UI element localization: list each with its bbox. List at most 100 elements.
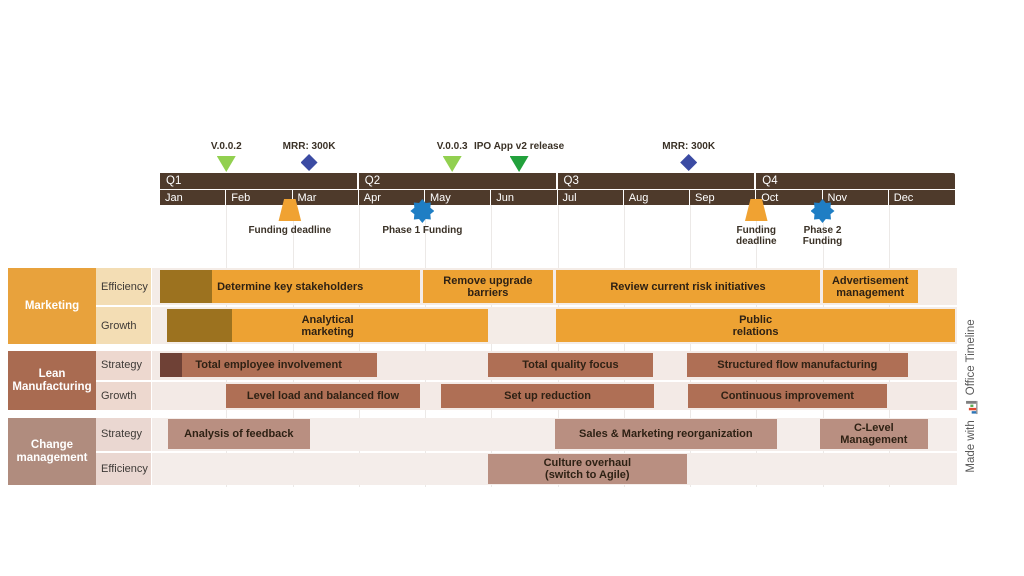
month-label: Jul xyxy=(562,191,577,204)
month-label: Dec xyxy=(893,191,914,204)
month-gridline xyxy=(425,205,426,487)
timeline-quarter-cell: Q4 xyxy=(756,173,955,189)
swimlane-header: Lean Manufacturing xyxy=(8,351,96,410)
task-bar[interactable]: Analytical marketing xyxy=(167,309,488,342)
task-bar[interactable]: Set up reduction xyxy=(440,383,655,408)
task-bar[interactable]: Continuous improvement xyxy=(688,383,887,408)
month-gridline xyxy=(226,205,228,487)
row-label-cell: Growth xyxy=(96,307,151,344)
milestone-label: V.0.0.3 xyxy=(436,141,468,152)
task-bar[interactable]: Determine key stakeholders xyxy=(160,270,421,303)
task-bar-label: Continuous improvement xyxy=(720,389,854,402)
row-label-cell: Growth xyxy=(96,381,151,410)
task-bar[interactable]: Public relations xyxy=(556,309,955,342)
timeline-quarter-cell: Q3 xyxy=(557,173,757,189)
task-bar-label: C-Level Management xyxy=(840,422,908,447)
month-label: Nov xyxy=(827,191,848,204)
milestone-star-icon[interactable] xyxy=(410,199,435,223)
task-bar-label: Total quality focus xyxy=(522,359,619,372)
milestone-diamond-icon[interactable] xyxy=(680,154,698,171)
month-gridline xyxy=(557,205,559,487)
month-gridline xyxy=(888,205,890,487)
milestone-label: Phase 1 Funding xyxy=(382,225,463,236)
watermark[interactable]: Made with Office Timeline xyxy=(961,316,981,476)
timeline-month-cell: Jan xyxy=(160,190,227,205)
task-bar-label: Structured flow manufacturing xyxy=(717,359,878,372)
milestone-label: V.0.0.2 xyxy=(210,141,242,152)
quarter-label: Q2 xyxy=(364,175,381,187)
swimlane-title: Change management xyxy=(16,438,88,464)
task-bar-label: Analysis of feedback xyxy=(184,428,294,441)
row-label: Growth xyxy=(101,319,137,332)
row-label-cell: Efficiency xyxy=(96,452,151,485)
task-bar[interactable]: Level load and balanced flow xyxy=(226,383,420,408)
row-label: Growth xyxy=(101,389,137,402)
milestone-label: Funding deadline xyxy=(248,225,332,236)
month-gridline xyxy=(491,205,493,487)
task-bar-label: Total employee involvement xyxy=(195,359,342,372)
task-bar-label: Determine key stakeholders xyxy=(217,280,364,293)
task-bar-label: Public relations xyxy=(732,313,779,338)
task-bar-label: Culture overhaul (switch to Agile) xyxy=(543,456,632,481)
swimlane-header: Change management xyxy=(8,418,96,485)
task-bar-label: Analytical marketing xyxy=(301,313,354,338)
milestone-label: Funding deadline xyxy=(735,225,777,247)
timeline-quarter-cell: Q1 xyxy=(160,173,359,189)
task-bar[interactable]: Advertisement management xyxy=(822,270,918,303)
month-label: Oct xyxy=(761,191,779,204)
timeline-month-cell: Oct xyxy=(756,190,823,205)
milestone-label: MRR: 300K xyxy=(662,141,716,152)
quarter-label: Q4 xyxy=(762,175,778,187)
task-bar[interactable]: C-Level Management xyxy=(819,419,928,450)
milestone-trapezoid-icon[interactable] xyxy=(744,199,768,221)
task-bar-label: Set up reduction xyxy=(504,389,591,402)
month-gridline xyxy=(690,205,691,487)
task-bar-label: Remove upgrade barriers xyxy=(443,274,533,299)
swimlane-title: Marketing xyxy=(24,299,80,312)
task-bar[interactable]: Culture overhaul (switch to Agile) xyxy=(487,453,687,484)
timeline-month-cell: Sep xyxy=(690,190,757,205)
office-timeline-logo-icon xyxy=(964,400,979,415)
row-label-cell: Strategy xyxy=(96,418,151,451)
task-bar[interactable]: Analysis of feedback xyxy=(167,419,310,450)
swimlane-header: Marketing xyxy=(8,268,96,344)
row-label: Efficiency xyxy=(101,280,148,293)
milestone-triangle-icon[interactable] xyxy=(442,156,462,172)
month-gridline xyxy=(756,205,758,487)
milestone-triangle-icon[interactable] xyxy=(216,156,236,172)
timeline-month-cell: Jun xyxy=(491,190,558,205)
month-label: Jan xyxy=(165,191,183,204)
milestone-trapezoid-icon[interactable] xyxy=(278,199,302,221)
month-gridline xyxy=(292,205,294,487)
month-gridline xyxy=(358,205,360,487)
timeline-quarter-cell: Q2 xyxy=(358,173,558,189)
row-label-cell: Efficiency xyxy=(96,268,151,305)
task-bar-label: Review current risk initiatives xyxy=(610,280,766,293)
timeline-month-cell: Mar xyxy=(292,190,359,205)
task-bar[interactable]: Total employee involvement xyxy=(160,353,378,378)
task-bar[interactable]: Review current risk initiatives xyxy=(556,270,820,303)
row-label: Efficiency xyxy=(101,462,148,475)
task-bar-label: Advertisement management xyxy=(831,274,909,299)
milestone-triangle-icon[interactable] xyxy=(509,156,529,172)
milestone-label: IPO App v2 release xyxy=(473,141,565,152)
month-label: Sep xyxy=(695,191,715,204)
month-label: Feb xyxy=(231,191,251,204)
task-bar[interactable]: Sales & Marketing reorganization xyxy=(554,419,777,450)
task-bar-label: Sales & Marketing reorganization xyxy=(579,428,753,441)
timeline-month-cell: Apr xyxy=(358,190,425,205)
timeline-month-cell: Dec xyxy=(888,190,955,205)
timeline-month-cell: Nov xyxy=(822,190,889,205)
milestone-diamond-icon[interactable] xyxy=(300,154,318,171)
milestone-star-icon[interactable] xyxy=(810,199,835,223)
month-label: Aug xyxy=(628,191,649,204)
task-bar[interactable]: Remove upgrade barriers xyxy=(423,270,553,303)
milestone-label: MRR: 300K xyxy=(282,141,336,152)
timeline-month-cell: Jul xyxy=(557,190,624,205)
month-gridline xyxy=(822,205,824,487)
swimlane-title: Lean Manufacturing xyxy=(12,367,92,393)
task-bar[interactable]: Structured flow manufacturing xyxy=(686,353,908,378)
task-bar[interactable]: Total quality focus xyxy=(487,353,653,378)
month-label: Mar xyxy=(297,191,317,204)
